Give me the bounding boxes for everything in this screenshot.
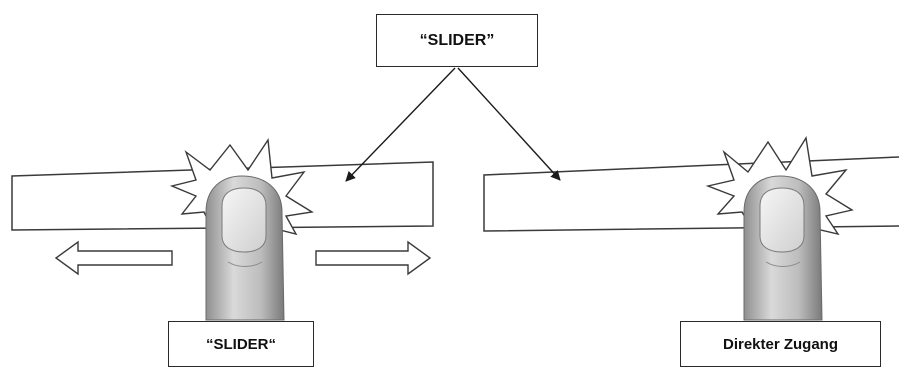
slider-label-bottom-left: “SLIDER“ (168, 321, 314, 367)
arrow-left-icon (54, 240, 173, 276)
right-slider-bar (483, 156, 899, 232)
arrow-right-icon (315, 240, 432, 276)
pointer-line-left (345, 67, 456, 182)
direct-access-label: Direkter Zugang (680, 321, 881, 367)
finger-touch-icon-right (743, 175, 823, 321)
pointer-line-right (457, 67, 561, 181)
slider-label-top: “SLIDER” (376, 14, 538, 67)
finger-touch-icon-left (205, 175, 285, 321)
